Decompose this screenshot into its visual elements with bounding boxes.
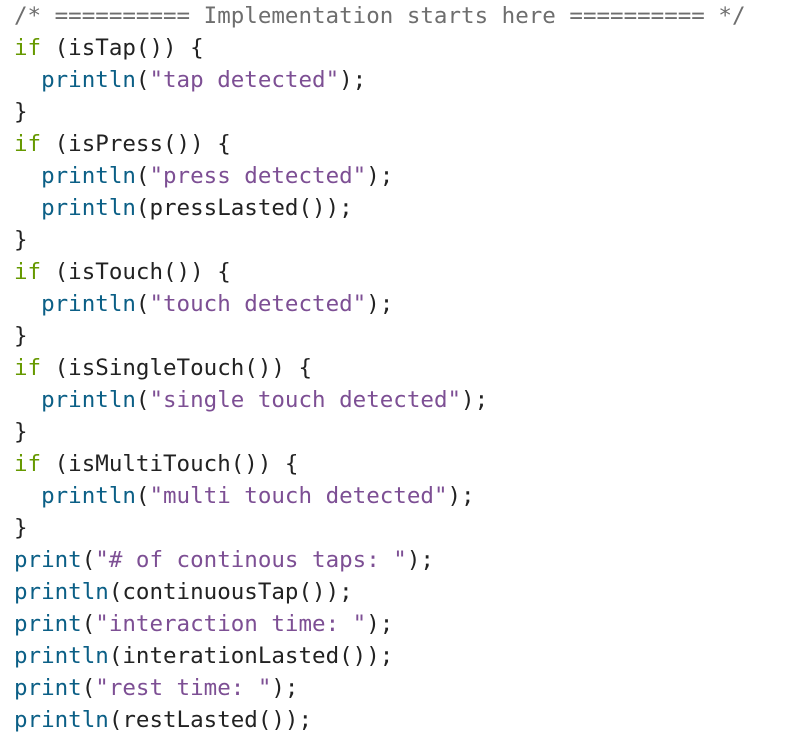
- code-line[interactable]: println(restLasted());: [14, 704, 746, 736]
- code-line[interactable]: println(interationLasted());: [14, 640, 746, 672]
- code-token-plain: );: [271, 675, 299, 701]
- code-line[interactable]: }: [14, 320, 746, 352]
- code-token-string: "multi touch detected": [149, 483, 448, 509]
- code-token-plain: (isTap()) {: [41, 35, 204, 61]
- code-token-func: println: [41, 195, 136, 221]
- code-token-string: "single touch detected": [149, 387, 462, 413]
- code-token-plain: (pressLasted());: [135, 195, 353, 221]
- code-token-func: print: [14, 675, 82, 701]
- code-line[interactable]: print("rest time: ");: [14, 672, 746, 704]
- code-token-string: "touch detected": [149, 291, 367, 317]
- code-token-func: print: [14, 611, 82, 637]
- code-token-func: println: [14, 579, 109, 605]
- code-token-plain: (: [81, 547, 96, 573]
- code-token-keyword: if: [14, 35, 42, 61]
- code-token-plain: (: [135, 291, 150, 317]
- code-token-plain: (isTouch()) {: [41, 259, 231, 285]
- code-line[interactable]: if (isPress()) {: [14, 128, 746, 160]
- code-token-string: "rest time: ": [95, 675, 272, 701]
- code-token-plain: }: [14, 515, 28, 541]
- code-token-string: "# of continous taps: ": [95, 547, 407, 573]
- code-token-plain: }: [14, 227, 28, 253]
- code-token-func: println: [14, 707, 109, 733]
- code-line[interactable]: println("multi touch detected");: [14, 480, 746, 512]
- code-token-plain: }: [14, 323, 28, 349]
- code-token-plain: [14, 163, 41, 189]
- code-token-plain: (interationLasted());: [108, 643, 394, 669]
- code-token-keyword: if: [14, 451, 42, 477]
- code-token-func: println: [41, 163, 136, 189]
- code-line[interactable]: println(continuousTap());: [14, 576, 746, 608]
- code-token-plain: );: [366, 163, 394, 189]
- code-line[interactable]: if (isTap()) {: [14, 32, 746, 64]
- code-token-keyword: if: [14, 259, 42, 285]
- code-token-func: println: [41, 291, 136, 317]
- code-token-plain: [14, 291, 41, 317]
- code-token-plain: [14, 483, 41, 509]
- code-token-plain: );: [339, 67, 367, 93]
- code-line[interactable]: println(pressLasted());: [14, 192, 746, 224]
- code-token-plain: );: [366, 291, 394, 317]
- code-token-plain: (: [81, 611, 96, 637]
- code-line[interactable]: }: [14, 224, 746, 256]
- code-line[interactable]: }: [14, 96, 746, 128]
- code-token-comment: /* ========== Implementation starts here…: [14, 3, 746, 29]
- code-token-plain: );: [461, 387, 489, 413]
- code-line[interactable]: println("single touch detected");: [14, 384, 746, 416]
- code-token-plain: );: [447, 483, 475, 509]
- code-token-keyword: if: [14, 355, 42, 381]
- code-token-func: println: [14, 643, 109, 669]
- code-token-plain: (: [135, 387, 150, 413]
- code-token-plain: (isMultiTouch()) {: [41, 451, 299, 477]
- code-token-plain: [14, 387, 41, 413]
- code-line[interactable]: }: [14, 512, 746, 544]
- code-token-plain: );: [366, 611, 394, 637]
- code-token-plain: [14, 195, 41, 221]
- code-token-plain: (: [135, 163, 150, 189]
- code-line[interactable]: println("press detected");: [14, 160, 746, 192]
- code-token-plain: );: [406, 547, 434, 573]
- code-token-string: "interaction time: ": [95, 611, 367, 637]
- code-line[interactable]: if (isSingleTouch()) {: [14, 352, 746, 384]
- code-line[interactable]: if (isTouch()) {: [14, 256, 746, 288]
- code-token-plain: }: [14, 99, 28, 125]
- code-token-plain: (continuousTap());: [108, 579, 353, 605]
- code-line[interactable]: print("interaction time: ");: [14, 608, 746, 640]
- code-token-string: "press detected": [149, 163, 367, 189]
- code-token-plain: (isPress()) {: [41, 131, 231, 157]
- code-line[interactable]: print("# of continous taps: ");: [14, 544, 746, 576]
- code-token-func: println: [41, 483, 136, 509]
- code-token-plain: (: [81, 675, 96, 701]
- code-line[interactable]: /* ========== Implementation starts here…: [14, 0, 746, 32]
- code-token-plain: (: [135, 483, 150, 509]
- code-line[interactable]: }: [14, 416, 746, 448]
- code-token-plain: }: [14, 419, 28, 445]
- code-line[interactable]: println("touch detected");: [14, 288, 746, 320]
- code-line[interactable]: println("tap detected");: [14, 64, 746, 96]
- code-token-func: println: [41, 67, 136, 93]
- code-token-plain: (: [135, 67, 150, 93]
- code-token-plain: [14, 67, 41, 93]
- code-token-plain: (restLasted());: [108, 707, 313, 733]
- code-line[interactable]: if (isMultiTouch()) {: [14, 448, 746, 480]
- code-token-func: print: [14, 547, 82, 573]
- code-area[interactable]: /* ========== Implementation starts here…: [14, 0, 746, 736]
- code-token-string: "tap detected": [149, 67, 340, 93]
- code-token-func: println: [41, 387, 136, 413]
- code-token-keyword: if: [14, 131, 42, 157]
- code-token-plain: (isSingleTouch()) {: [41, 355, 313, 381]
